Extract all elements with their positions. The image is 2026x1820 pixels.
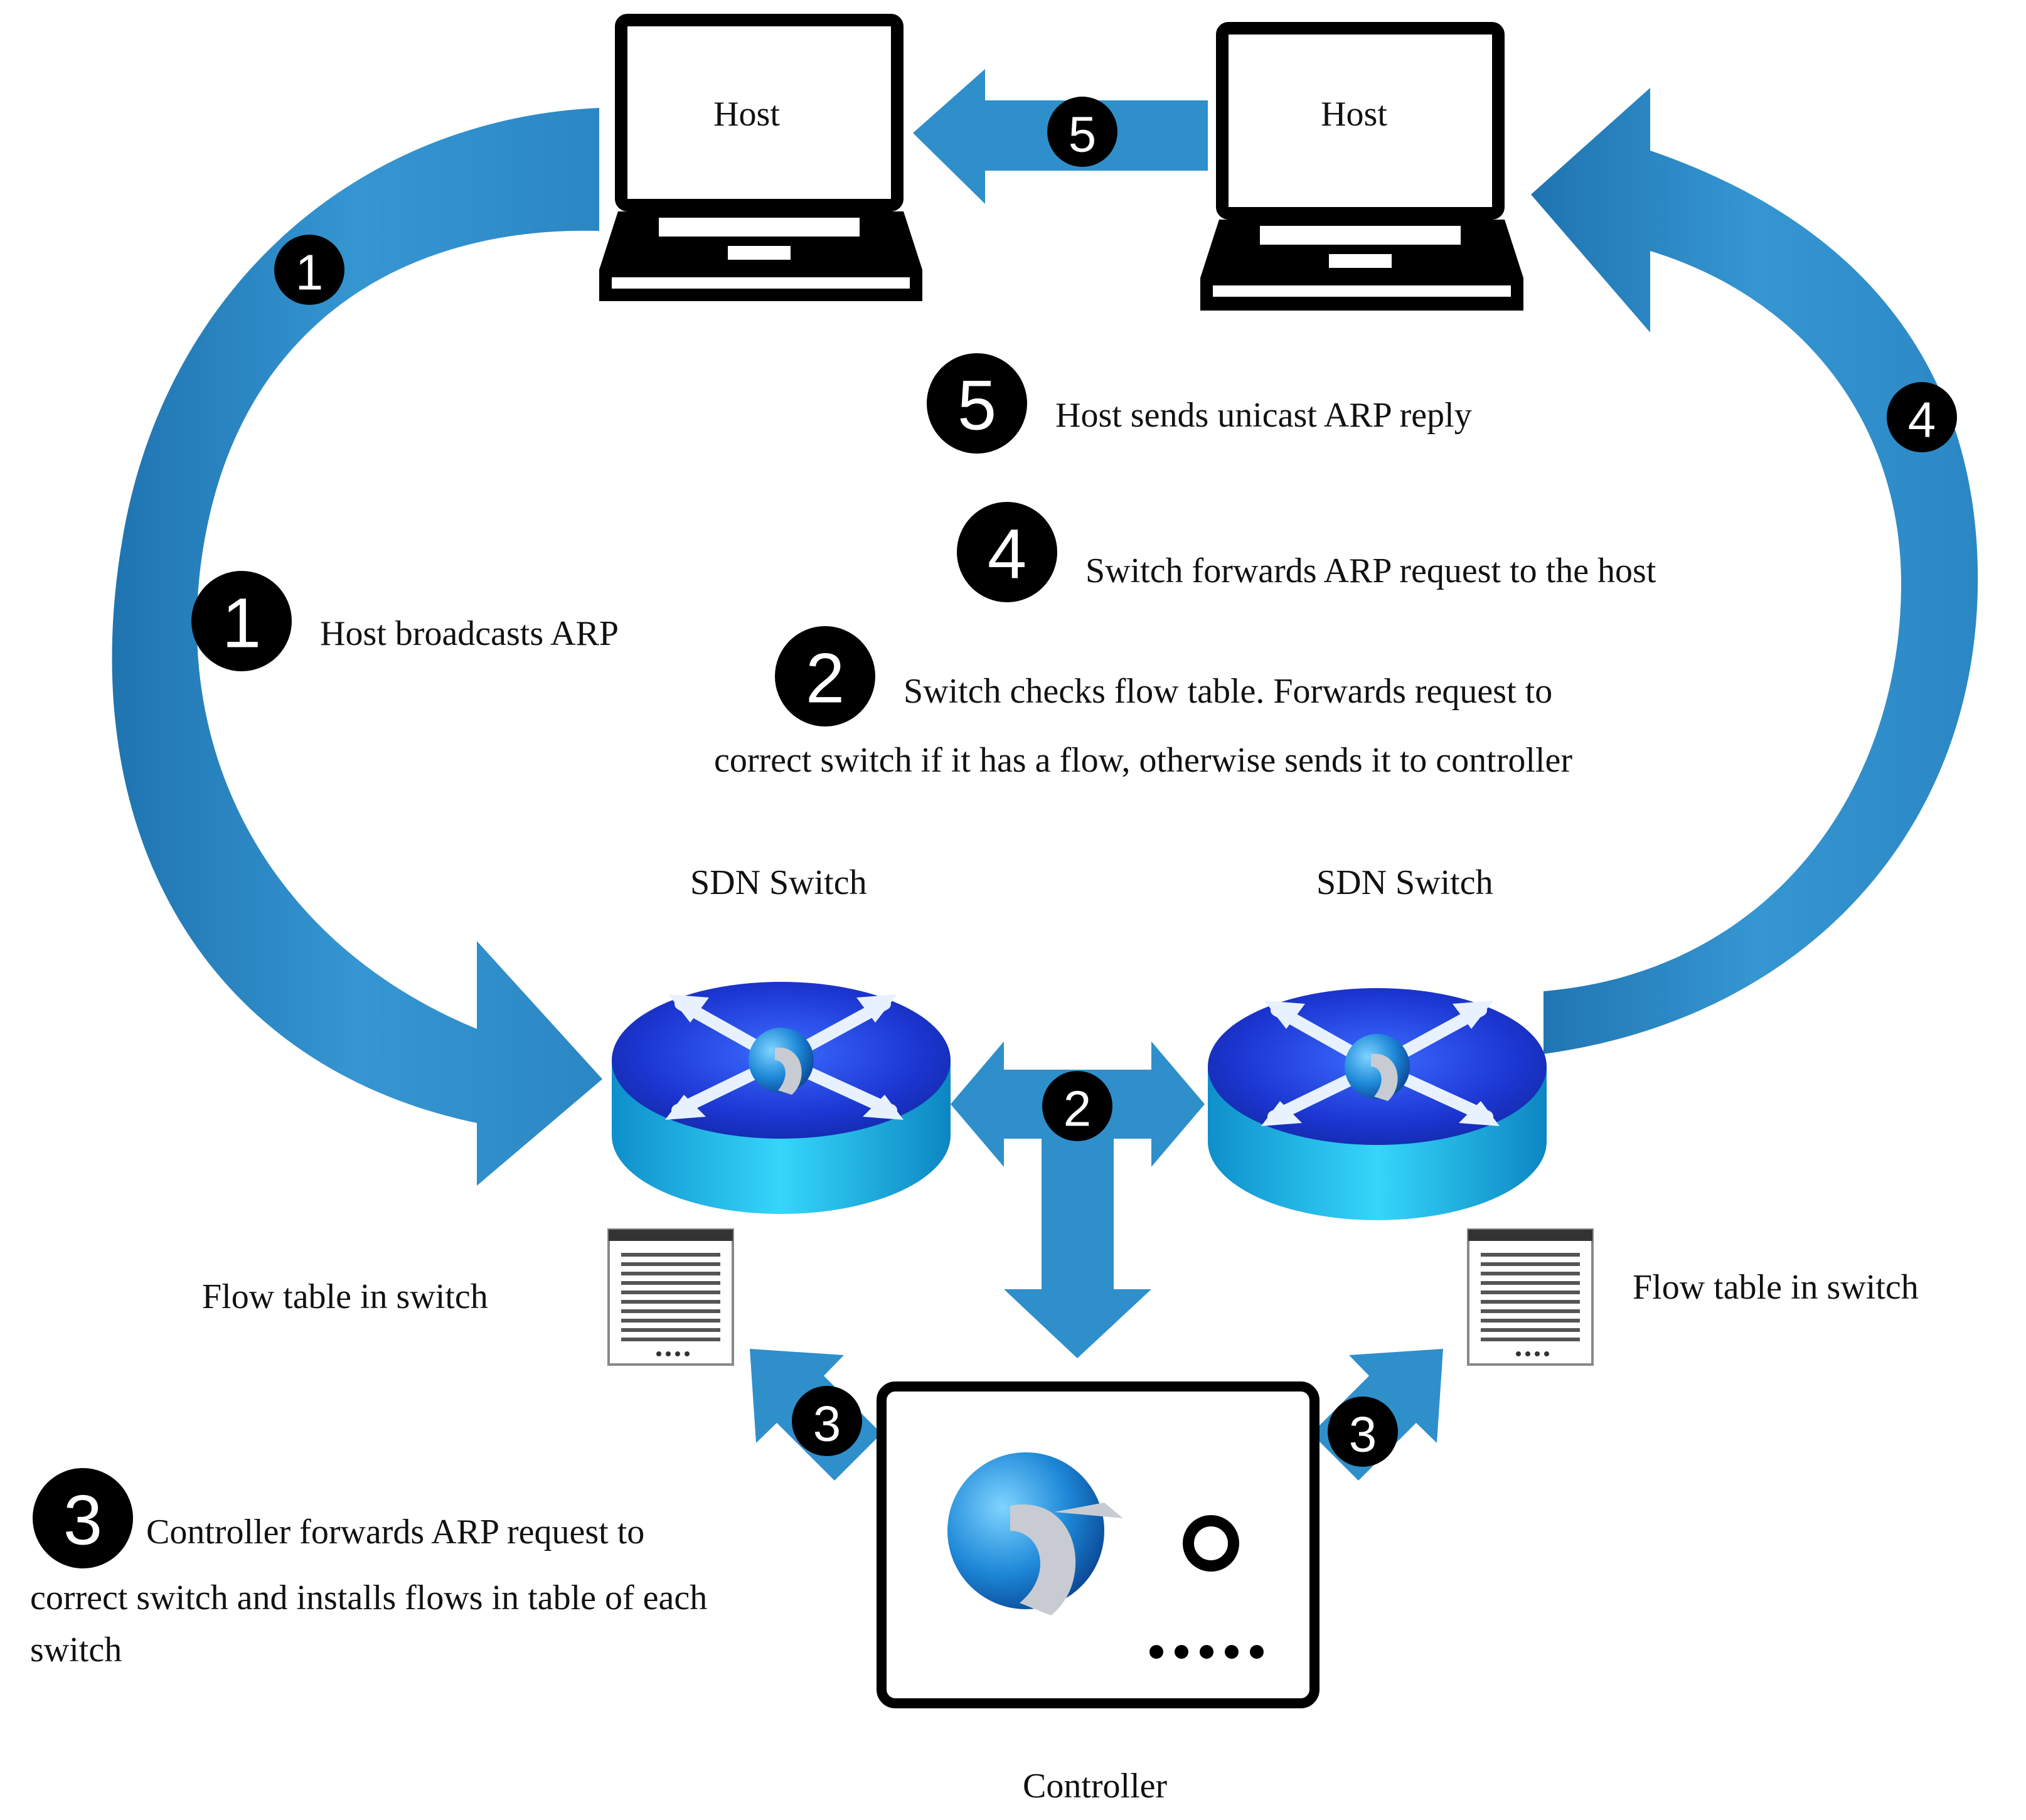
step-3-text-line-3: switch (30, 1631, 122, 1669)
badge-arrow-3-left: 3 (792, 1386, 862, 1456)
step-3-text-line-1: Controller forwards ARP request to (146, 1513, 644, 1551)
flow-table-left-label: Flow table in switch (202, 1277, 488, 1316)
flow-table-right-label: Flow table in switch (1633, 1268, 1919, 1307)
step-4-text: Switch forwards ARP request to the host (1085, 551, 1656, 590)
badge-arrow-3-right: 3 (1328, 1397, 1398, 1467)
arrow-1-host-to-switch (112, 108, 602, 1186)
host-laptop-left: Host (599, 14, 922, 301)
controller-indicator-dots (1149, 1645, 1264, 1659)
step-3-text-line-2: correct switch and installs flows in tab… (30, 1578, 707, 1617)
svg-text:3: 3 (63, 1481, 102, 1560)
svg-text:2: 2 (1064, 1081, 1092, 1137)
controller-box (877, 1381, 1320, 1708)
svg-text:2: 2 (806, 639, 845, 718)
step-2: 2 Switch checks flow table. Forwards req… (714, 626, 1572, 780)
flow-table-icon-left (607, 1228, 734, 1366)
step-1: 1 Host broadcasts ARP (191, 571, 619, 671)
badge-arrow-5: 5 (1047, 97, 1117, 167)
badge-arrow-2: 2 (1042, 1071, 1112, 1141)
svg-text:5: 5 (1069, 107, 1097, 162)
sdn-switch-left (612, 982, 951, 1214)
step-5: 5 Host sends unicast ARP reply (927, 353, 1472, 454)
step-2-text-line-2: correct switch if it has a flow, otherwi… (714, 741, 1572, 780)
svg-text:4: 4 (1908, 392, 1936, 448)
arrow-2-switch-switch-controller (951, 1041, 1205, 1358)
sdn-switch-right (1208, 988, 1547, 1220)
flow-table-icon-right (1467, 1228, 1594, 1366)
step-1-text: Host broadcasts ARP (320, 614, 619, 653)
svg-text:1: 1 (296, 245, 324, 301)
sdn-switch-right-label: SDN Switch (1316, 863, 1493, 902)
step-4: 4 Switch forwards ARP request to the hos… (957, 502, 1656, 602)
svg-text:1: 1 (222, 584, 261, 663)
step-2-text-line-1: Switch checks flow table. Forwards reque… (904, 672, 1552, 711)
host-laptop-right: Host (1200, 22, 1523, 311)
host-left-label: Host (713, 95, 780, 134)
arrow-4-switch-to-host (1531, 88, 1978, 1054)
controller-label: Controller (1023, 1767, 1168, 1806)
badge-arrow-4: 4 (1887, 382, 1957, 452)
badge-arrow-1: 1 (274, 235, 344, 305)
svg-text:3: 3 (1349, 1407, 1377, 1462)
svg-text:5: 5 (957, 366, 996, 445)
step-3: 3 Controller forwards ARP request to cor… (30, 1468, 707, 1669)
controller-power-icon (1183, 1515, 1239, 1572)
svg-text:3: 3 (813, 1396, 841, 1452)
sdn-switch-left-label: SDN Switch (690, 863, 867, 902)
step-5-text: Host sends unicast ARP reply (1055, 396, 1472, 435)
svg-text:4: 4 (988, 515, 1026, 593)
host-right-label: Host (1321, 95, 1387, 134)
